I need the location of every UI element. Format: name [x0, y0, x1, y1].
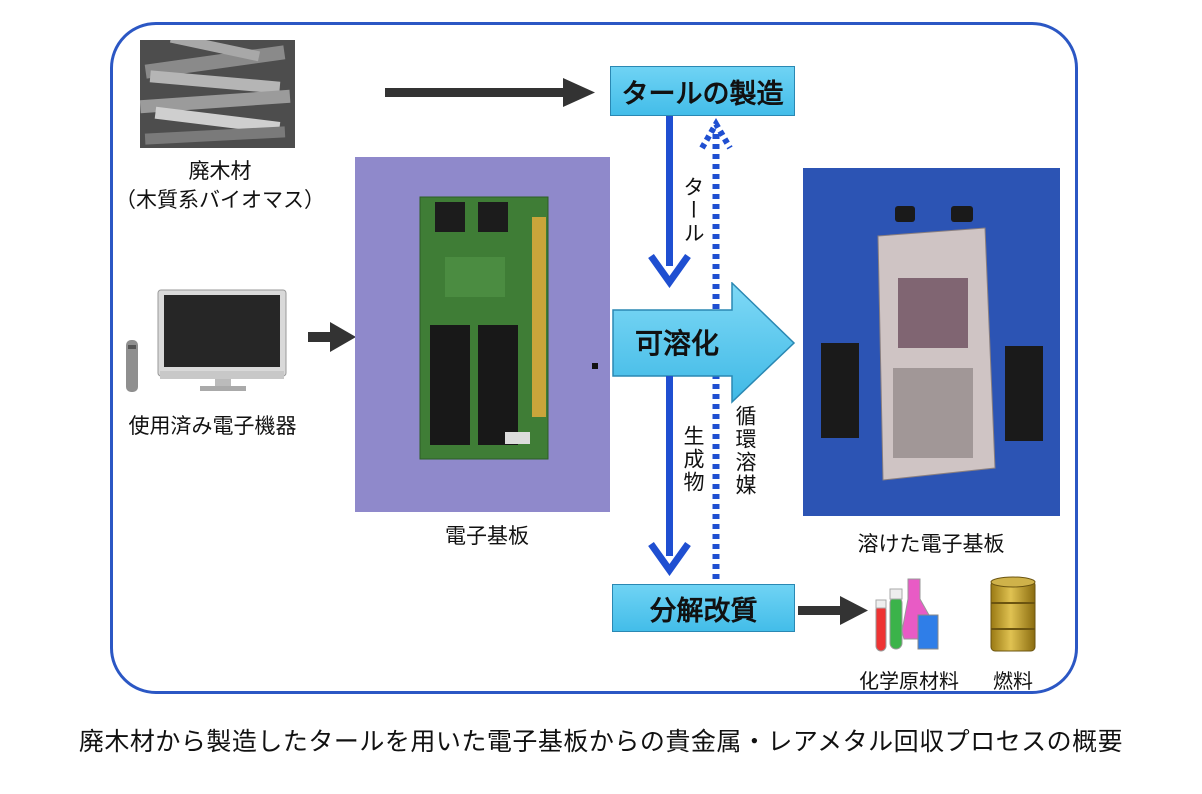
tar-production-box: タールの製造: [610, 66, 795, 116]
diagram-frame: [110, 22, 1078, 694]
fuel-label: 燃料: [993, 669, 1033, 693]
wood-pile-photo: [140, 40, 295, 148]
waste-wood-label: 廃木材: [188, 159, 252, 183]
dissolved-board-photo: [803, 168, 1060, 516]
chemical-feedstock-label: 化学原材料: [859, 669, 959, 693]
used-electronics-label: 使用済み電子機器: [128, 414, 297, 438]
barrel-icon: [988, 575, 1038, 659]
decomposition-reforming-box: 分解改質: [612, 584, 795, 632]
arrow-products-down: [648, 376, 691, 576]
figure-caption: 廃木材から製造したタールを用いた電子基板からの貴金属・レアメタル回収プロセスの概…: [78, 727, 1124, 756]
products-flow-label: 生成物: [681, 425, 705, 494]
solubilization-box: 可溶化: [634, 327, 719, 360]
arrow-tar-down: [648, 116, 691, 288]
circulating-solvent-label: 循環溶媒: [733, 405, 757, 497]
circuit-board-label: 電子基板: [445, 524, 529, 548]
circuit-board-photo: [355, 157, 610, 512]
tar-flow-label: タール: [681, 176, 705, 245]
arrow-to-tar: [385, 78, 595, 107]
dissolved-board-label: 溶けた電子基板: [857, 532, 1005, 556]
woody-biomass-label: （木質系バイオマス）: [115, 188, 325, 212]
flask-icon: [872, 575, 944, 659]
arrow-circulating-solvent: [699, 118, 733, 592]
arrow-to-board: [308, 322, 356, 352]
tv-monitor-photo: [120, 285, 305, 395]
solubilization-arrow-shape: [612, 282, 796, 404]
arrow-to-products: [798, 596, 868, 625]
